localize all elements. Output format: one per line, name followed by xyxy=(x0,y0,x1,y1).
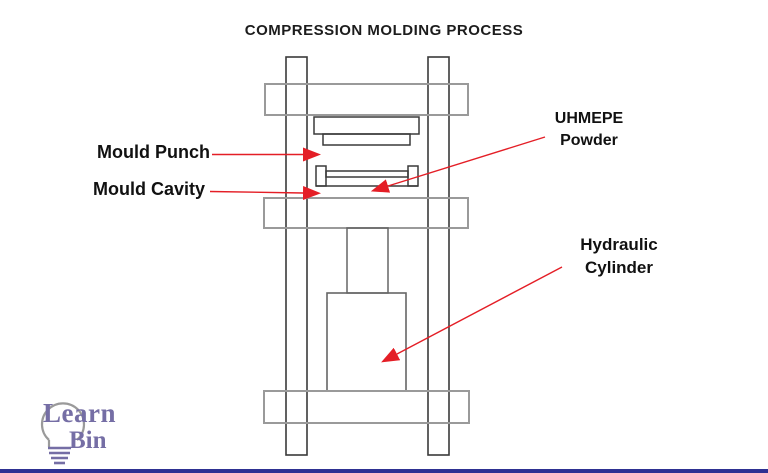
logo-text-bin: Bin xyxy=(69,427,107,454)
hydraulic-cylinder-shape xyxy=(326,292,407,392)
middle-platen xyxy=(263,197,469,229)
uhmepe-powder-label: UHMEPE Powder xyxy=(529,108,649,152)
right-column xyxy=(427,56,450,456)
uhmepe-powder-arrow xyxy=(370,136,546,193)
punch-holder-plate xyxy=(313,116,420,135)
mould-punch-shape xyxy=(322,133,411,146)
powder-layer-shape xyxy=(325,170,409,178)
mould-cavity-arrow xyxy=(209,186,321,200)
hydraulic-cylinder-label: Hydraulic Cylinder xyxy=(553,233,685,279)
uhmepe-powder-label-line1: UHMEPE xyxy=(554,110,624,127)
cavity-left-wall xyxy=(315,165,327,187)
mould-punch-label: Mould Punch xyxy=(97,142,210,162)
bottom-accent-bar xyxy=(0,469,768,473)
piston-rod xyxy=(346,227,389,294)
diagram-title: COMPRESSION MOLDING PROCESS xyxy=(244,22,524,39)
left-column xyxy=(285,56,308,456)
hydraulic-cylinder-label-line1: Hydraulic xyxy=(580,235,658,254)
learnbin-logo: Learn Bin xyxy=(25,392,155,470)
mould-cavity-label: Mould Cavity xyxy=(92,179,205,199)
hydraulic-cylinder-label-line2: Cylinder xyxy=(584,258,654,277)
base-plate xyxy=(263,390,470,424)
top-plate xyxy=(264,83,469,116)
logo-text-learn: Learn xyxy=(43,398,116,428)
cavity-right-wall xyxy=(407,165,419,187)
lightbulb-icon xyxy=(40,402,86,465)
hydraulic-cylinder-arrow xyxy=(381,266,563,363)
uhmepe-powder-label-line2: Powder xyxy=(560,132,618,149)
